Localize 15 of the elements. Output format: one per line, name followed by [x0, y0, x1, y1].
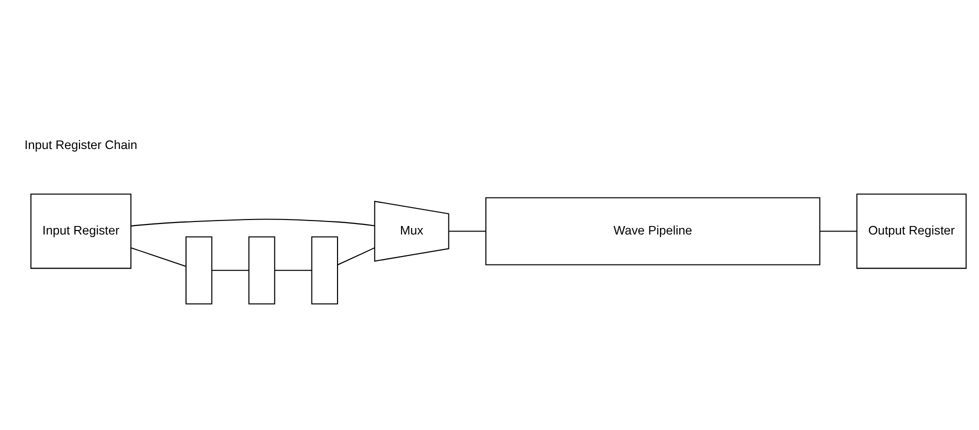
- node-box: [248, 236, 276, 304]
- connector: [130, 246, 186, 266]
- connector: [338, 246, 375, 265]
- node-box: [186, 236, 212, 304]
- node-box: Mux: [374, 200, 450, 262]
- connector: [212, 269, 249, 270]
- node-box: Input Register: [30, 193, 132, 268]
- connector: [820, 230, 856, 232]
- connector: [448, 230, 486, 232]
- node-box: [311, 236, 338, 304]
- connector: [131, 218, 375, 226]
- label: Input Register Chain: [24, 137, 138, 152]
- connector: [274, 269, 312, 270]
- node-box: Wave Pipeline: [485, 196, 820, 265]
- node-box: Output Register: [856, 193, 967, 268]
